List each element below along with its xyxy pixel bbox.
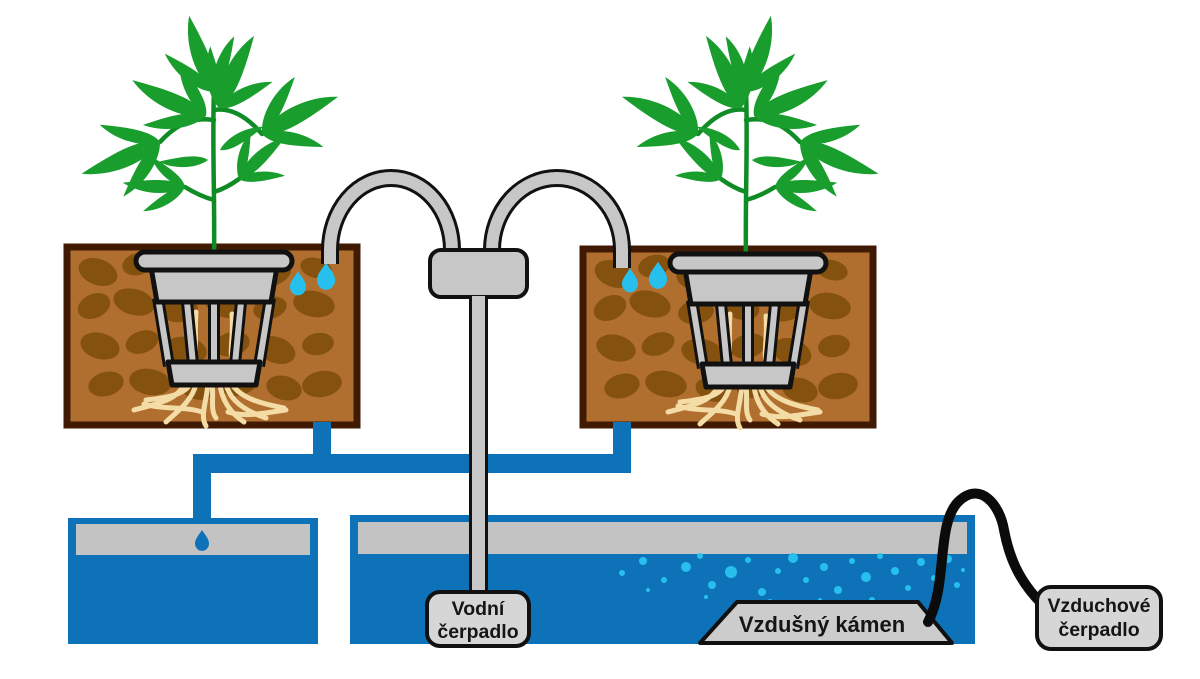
drain-pipe-right-bed [613, 422, 631, 464]
drain-pipe-left-bed [313, 422, 331, 464]
plant-left [76, 14, 348, 262]
tank-air-gaps [76, 522, 967, 555]
drain-pipe-to-tank [193, 454, 211, 518]
air-pump: Vzduchové čerpadlo [1035, 585, 1163, 651]
drain-pipe-horizontal [193, 454, 631, 473]
air-stone-label: Vzdušný kámen [739, 612, 905, 637]
drip-tubing [321, 169, 631, 606]
water-pump: Vodní čerpadlo [425, 590, 531, 648]
air-stone: Vzdušný kámen [698, 600, 954, 645]
air-pump-label-line1: Vzduchové [1048, 595, 1151, 617]
drain-tank-air-gap [76, 524, 310, 555]
tubing-manifold [428, 248, 529, 299]
plant-right [612, 14, 884, 262]
reservoir-air-gap [358, 522, 967, 554]
air-pump-label-line2: čerpadlo [1058, 619, 1139, 641]
air-hose [923, 488, 1047, 627]
water-pump-label-line1: Vodní [452, 598, 505, 620]
air-bubbles [289, 261, 965, 605]
water-pump-label-line2: čerpadlo [437, 621, 518, 643]
